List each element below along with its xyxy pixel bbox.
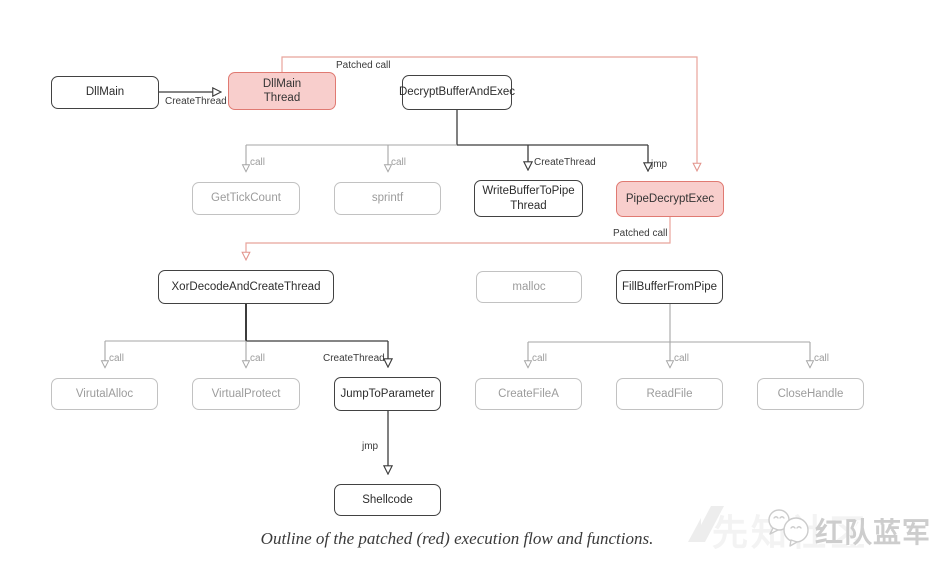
edge-label-call-virutalalloc: call [109, 353, 125, 364]
node-label: sprintf [371, 192, 404, 205]
node-label: JumpToParameter [340, 387, 435, 400]
edge-label-call-createfilea: call [532, 353, 548, 364]
node-jump-to-parameter: JumpToParameter [334, 377, 441, 411]
node-label: WriteBufferToPipe Thread [482, 185, 575, 212]
node-label: ReadFile [646, 387, 693, 400]
node-dllmain: DllMain [51, 76, 159, 109]
node-label: DllMain Thread [262, 77, 302, 104]
node-fill-buffer-from-pipe: FillBufferFromPipe [616, 270, 723, 304]
edge-label-call-closehandle: call [814, 353, 830, 364]
node-virtualprotect: VirtualProtect [192, 378, 300, 410]
node-shellcode: Shellcode [334, 484, 441, 516]
edge-label-patched-call-top: Patched call [336, 60, 391, 71]
edge-label-call-virtualprotect: call [250, 353, 266, 364]
node-label: XorDecodeAndCreateThread [171, 280, 321, 293]
node-label: CloseHandle [777, 387, 844, 400]
node-sprintf: sprintf [334, 182, 441, 215]
node-gettickcount: GetTickCount [192, 182, 300, 215]
node-readfile: ReadFile [616, 378, 723, 410]
node-label: PipeDecryptExec [625, 192, 715, 205]
edge-label-createthread-jumptoparameter: CreateThread [323, 353, 385, 364]
watermark-brand-text: 红队蓝军 [815, 517, 932, 548]
node-xor-decode-and-create-thread: XorDecodeAndCreateThread [158, 270, 334, 304]
node-label: GetTickCount [211, 192, 281, 205]
node-closehandle: CloseHandle [757, 378, 864, 410]
edge-label-patched-call-xordecode: Patched call [613, 228, 668, 239]
edge-label-call-sprintf: call [391, 157, 407, 168]
node-pipe-decrypt-exec: PipeDecryptExec [616, 181, 724, 217]
slash-logo-icon [688, 506, 724, 542]
node-malloc: malloc [476, 271, 582, 303]
edge-label-call-gettickcount: call [250, 157, 266, 168]
node-decrypt-buffer-and-exec: DecryptBufferAndExec [398, 75, 516, 110]
node-label: malloc [512, 280, 546, 293]
node-label: FillBufferFromPipe [621, 280, 717, 293]
edge-label-jmp-shellcode: jmp [362, 441, 379, 452]
edge-label-createthread-dllmain: CreateThread [165, 96, 227, 107]
node-virutalalloc: VirutalAlloc [51, 378, 158, 410]
node-label: Shellcode [362, 493, 413, 506]
edge-label-createthread-writebuffer: CreateThread [534, 157, 596, 168]
node-label: DllMain [85, 86, 125, 99]
node-dllmain-thread: DllMain Thread [228, 72, 336, 110]
node-label: VirutalAlloc [75, 387, 134, 400]
node-label: DecryptBufferAndExec [398, 86, 516, 99]
figure-caption: Outline of the patched (red) execution f… [260, 529, 654, 548]
edge-label-jmp-pipedecryptexec: jmp [651, 159, 668, 170]
node-write-buffer-to-pipe-thread: WriteBufferToPipe Thread [474, 180, 583, 217]
node-label: CreateFileA [498, 387, 559, 400]
edge-label-call-readfile: call [674, 353, 690, 364]
node-createfilea: CreateFileA [475, 378, 582, 410]
wechat-icon [768, 509, 809, 547]
node-label: VirtualProtect [211, 387, 281, 400]
